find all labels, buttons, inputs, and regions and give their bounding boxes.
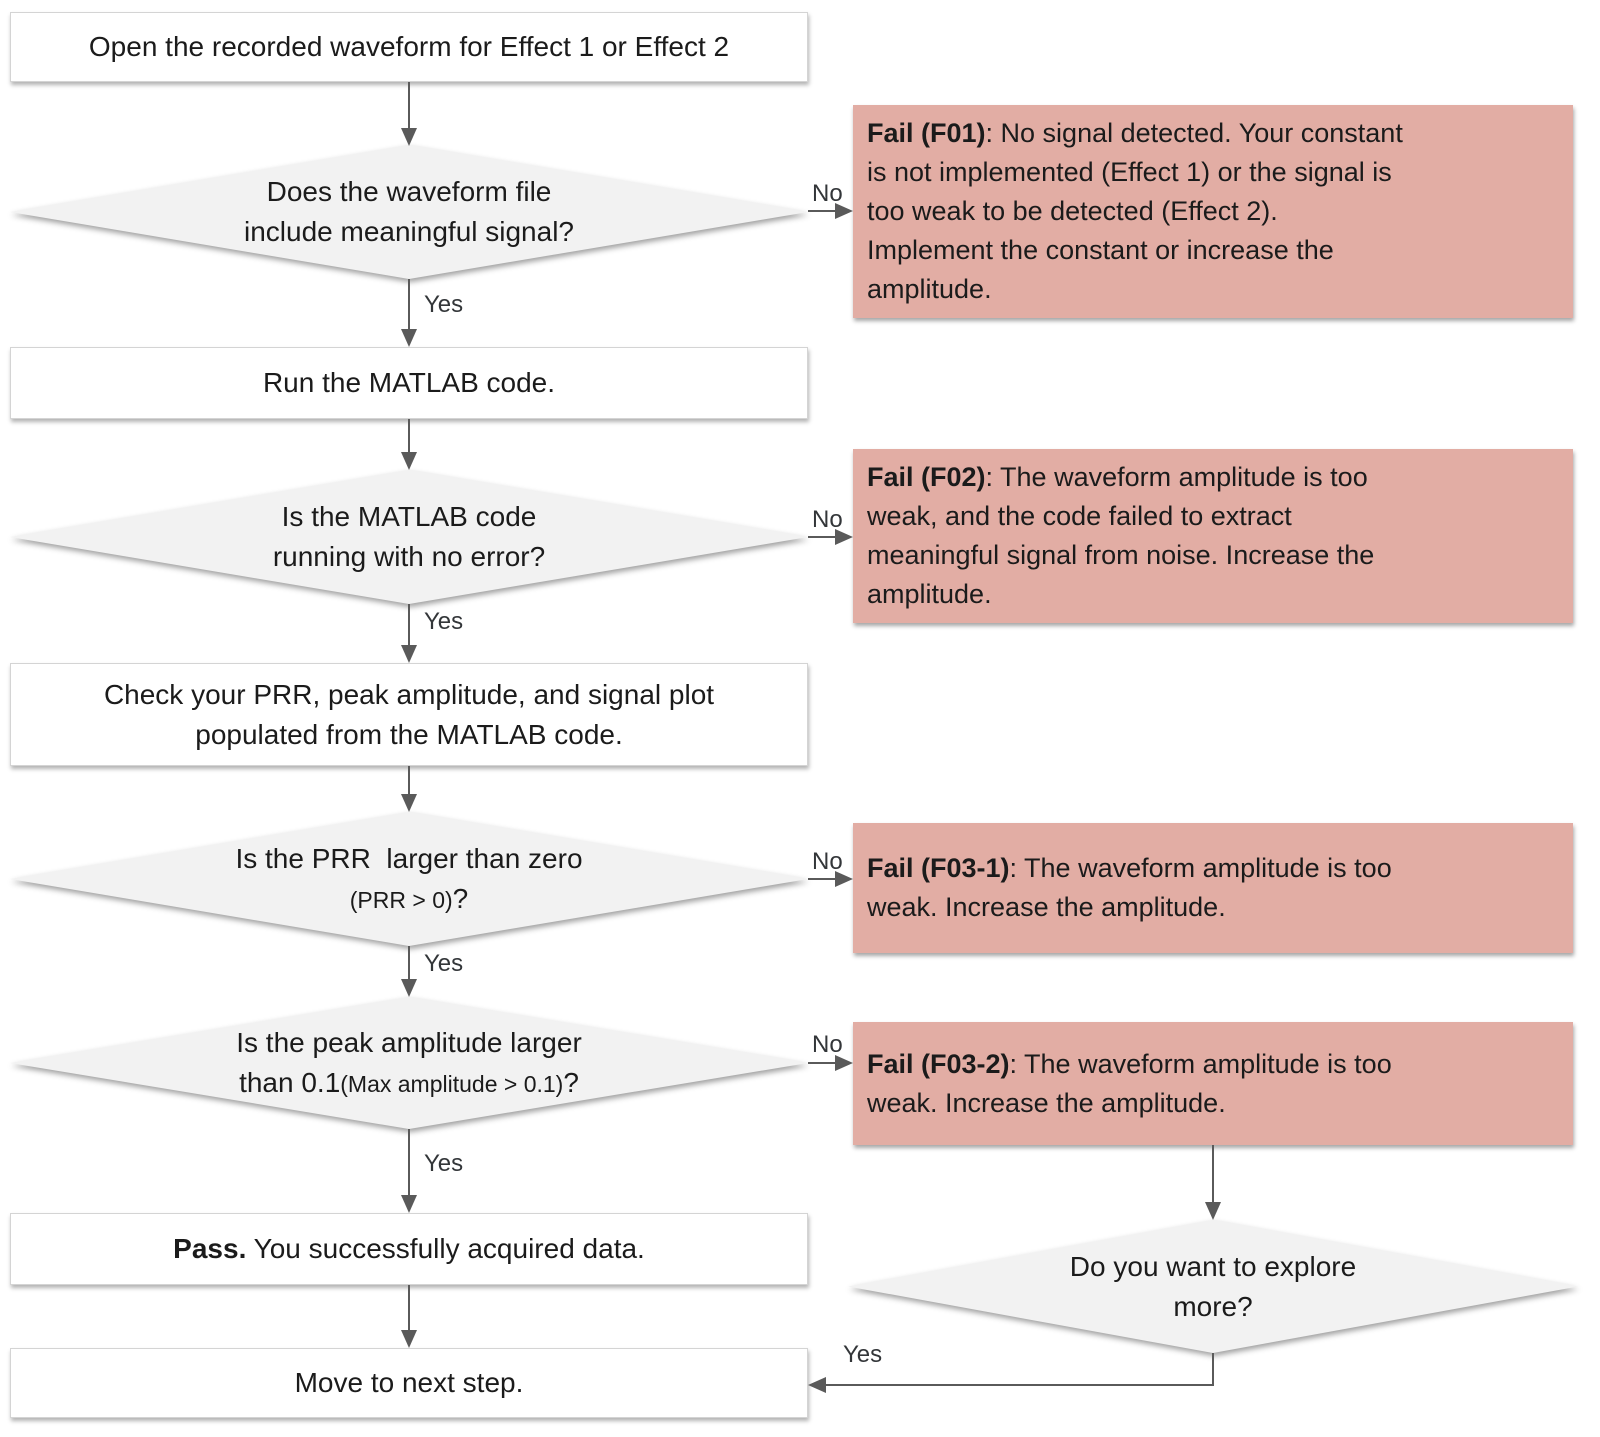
arrowhead-no-error-to-f02 <box>835 529 853 545</box>
arrow-no-signal-to-f01 <box>808 210 837 212</box>
arrow-pass-to-move <box>408 1285 410 1331</box>
fail-f01-box: Fail (F01): No signal detected. Your con… <box>853 105 1573 318</box>
arrowhead-open-to-signal <box>401 128 417 146</box>
label-yes-signal: Yes <box>424 291 464 318</box>
step-check-outputs-line1: Check your PRR, peak amplitude, and sign… <box>103 678 715 710</box>
arrow-prr-to-peak <box>408 946 410 980</box>
fail-f02-code: Fail (F02) <box>867 462 986 492</box>
arrowhead-f03-2-to-explore <box>1205 1202 1221 1220</box>
decision-no-error: Is the MATLAB code running with no error… <box>10 470 808 604</box>
pass-bold-text: Pass. <box>173 1233 247 1264</box>
arrowhead-noerror-to-check <box>401 645 417 663</box>
fail-f02-box: Fail (F02): The waveform amplitude is to… <box>853 449 1573 623</box>
arrowhead-pass-to-move <box>401 1330 417 1348</box>
arrow-explore-exit-vertical <box>1212 1353 1214 1385</box>
decision-no-error-line1: Is the MATLAB code <box>281 501 537 532</box>
decision-peak-line1: Is the peak amplitude larger <box>236 1026 582 1058</box>
decision-meaningful-signal-line2: include meaningful signal? <box>244 216 574 247</box>
step-check-outputs-line2: populated from the MATLAB code. <box>195 718 623 750</box>
label-yes-explore: Yes <box>843 1341 883 1368</box>
prr-condition-text: (PRR > 0) <box>349 886 453 913</box>
arrow-no-peak-to-f03-2 <box>808 1062 837 1064</box>
arrow-explore-to-move <box>826 1384 1214 1386</box>
peak-threshold-text: than 0.1 <box>239 1066 341 1098</box>
step-open-waveform-label: Open the recorded waveform for Effect 1 … <box>88 31 730 62</box>
label-yes-prr: Yes <box>424 950 464 977</box>
arrow-no-error-to-f02 <box>808 536 837 538</box>
arrow-noerror-to-check <box>408 604 410 646</box>
label-no-signal: No <box>812 180 843 207</box>
fail-f03-1-code: Fail (F03-1) <box>867 853 1010 883</box>
decision-explore-line2: more? <box>1173 1290 1253 1322</box>
arrowhead-no-peak-to-f03-2 <box>835 1055 853 1071</box>
step-run-matlab-label: Run the MATLAB code. <box>262 367 556 398</box>
label-no-peak: No <box>812 1031 843 1058</box>
pass-rest-text: You successfully acquired data. <box>246 1233 645 1264</box>
arrowhead-signal-to-run <box>401 329 417 347</box>
decision-meaningful-signal-line1: Does the waveform file <box>266 176 552 207</box>
arrowhead-peak-to-pass <box>401 1195 417 1213</box>
step-run-matlab: Run the MATLAB code. <box>10 347 808 419</box>
arrow-signal-to-run <box>408 279 410 330</box>
fail-f03-2-code: Fail (F03-2) <box>867 1048 1010 1079</box>
arrow-no-prr-to-f03-1 <box>808 878 837 880</box>
decision-prr-positive: Is the PRR larger than zero (PRR > 0)? <box>10 812 808 946</box>
decision-prr-line2: (PRR > 0)? <box>350 879 468 920</box>
arrowhead-no-prr-to-f03-1 <box>835 871 853 887</box>
peak-condition-text: (Max amplitude > 0.1) <box>340 1070 564 1097</box>
label-no-noerror: No <box>812 506 843 533</box>
label-yes-peak: Yes <box>424 1150 464 1177</box>
decision-peak-amplitude: Is the peak amplitude larger than 0.1(Ma… <box>10 997 808 1129</box>
step-pass: Pass. You successfully acquired data. <box>10 1213 808 1285</box>
arrow-check-to-prr <box>408 766 410 795</box>
fail-f01-code: Fail (F01) <box>867 118 986 148</box>
arrowhead-no-signal-to-f01 <box>835 203 853 219</box>
label-no-prr: No <box>812 848 843 875</box>
fail-f03-1-box: Fail (F03-1): The waveform amplitude is … <box>853 823 1573 953</box>
decision-no-error-line2: running with no error? <box>272 541 546 572</box>
decision-peak-line2: than 0.1(Max amplitude > 0.1)? <box>239 1063 579 1104</box>
arrow-peak-to-pass <box>408 1129 410 1196</box>
step-move-next-label: Move to next step. <box>294 1367 524 1398</box>
step-pass-label: Pass. You successfully acquired data. <box>173 1229 645 1269</box>
fail-f02-text: : The waveform amplitude is too weak, an… <box>867 462 1375 609</box>
step-check-outputs: Check your PRR, peak amplitude, and sign… <box>10 663 808 766</box>
step-move-next: Move to next step. <box>10 1348 808 1418</box>
decision-prr-line1: Is the PRR larger than zero <box>235 842 583 874</box>
fail-f03-2-text: : The waveform amplitude is too weak. In… <box>867 1048 1392 1118</box>
arrowhead-check-to-prr <box>401 794 417 812</box>
fail-f03-1-text: : The waveform amplitude is too weak. In… <box>867 853 1392 922</box>
fail-f01-text: : No signal detected. Your constant is n… <box>867 118 1403 304</box>
label-yes-noerror: Yes <box>424 608 464 635</box>
arrowhead-prr-to-peak <box>401 979 417 997</box>
arrow-f03-2-to-explore <box>1212 1145 1214 1203</box>
arrow-open-to-signal <box>408 82 410 129</box>
fail-f03-2-box: Fail (F03-2): The waveform amplitude is … <box>853 1022 1573 1145</box>
decision-explore-line1: Do you want to explore <box>1069 1250 1357 1282</box>
arrowhead-explore-to-move <box>808 1377 826 1393</box>
arrow-run-to-noerror <box>408 419 410 453</box>
step-open-waveform: Open the recorded waveform for Effect 1 … <box>10 12 808 82</box>
prr-question-mark: ? <box>452 882 469 914</box>
peak-question-mark: ? <box>563 1066 579 1098</box>
decision-meaningful-signal: Does the waveform file include meaningfu… <box>10 145 808 279</box>
decision-explore-more: Do you want to explore more? <box>848 1220 1578 1353</box>
arrowhead-run-to-noerror <box>401 452 417 470</box>
